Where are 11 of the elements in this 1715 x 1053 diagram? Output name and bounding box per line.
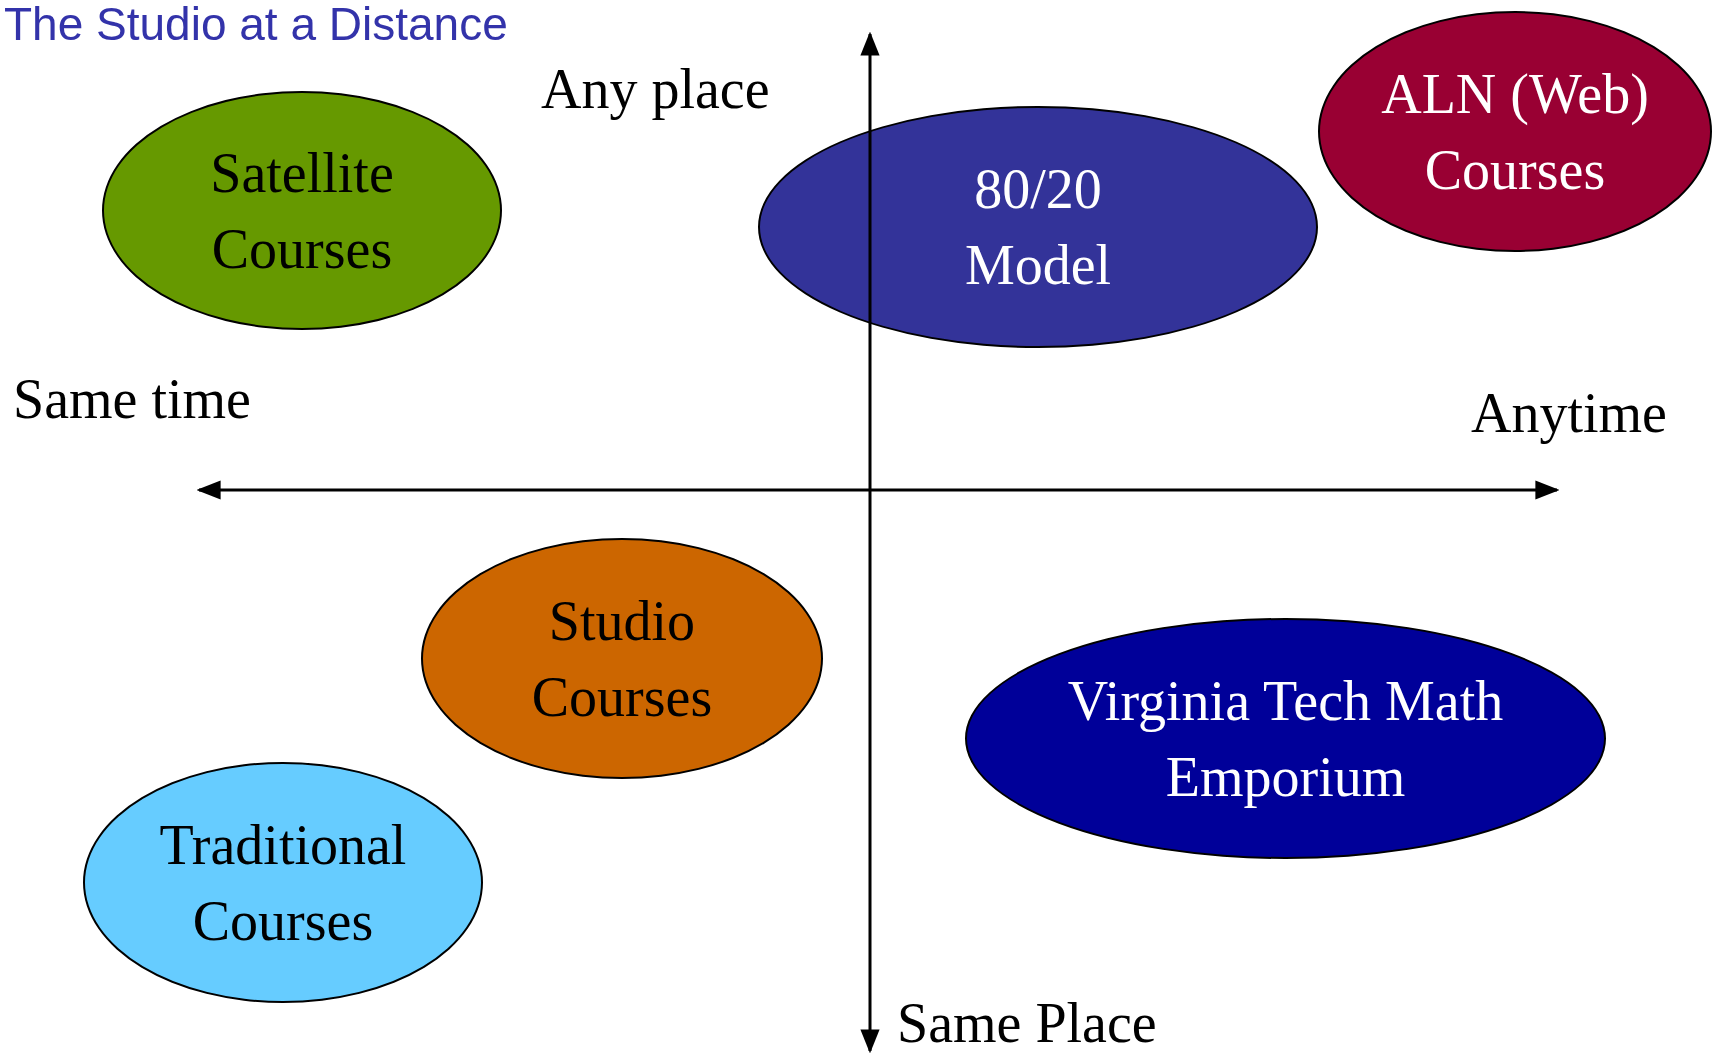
ellipse-label: Virginia Tech Math Emporium — [1066, 668, 1505, 810]
axis-label: Anytime — [1471, 382, 1667, 444]
title: The Studio at a Distance — [4, 0, 508, 50]
ellipse-label: Traditional Courses — [158, 812, 408, 954]
axis-label: Same time — [13, 368, 251, 430]
axis-label: Same Place — [897, 992, 1157, 1053]
ellipse-label: Studio Courses — [530, 588, 714, 730]
ellipse-label: 80/20 Model — [963, 157, 1113, 298]
axis-label: Any place — [541, 58, 770, 120]
ellipse-label: Satellite Courses — [209, 140, 395, 282]
ellipse-label: ALN (Web) Courses — [1380, 61, 1650, 203]
